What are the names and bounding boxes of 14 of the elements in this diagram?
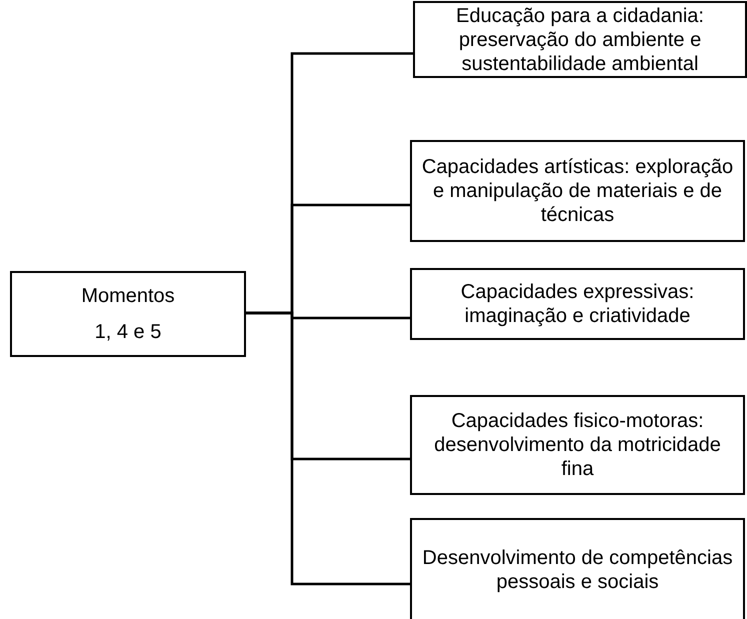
text-box xyxy=(410,140,745,242)
text-box xyxy=(413,1,747,78)
box-text: Capacidades artísticas: exploração e manipulação de materiais e de técnicas xyxy=(420,155,734,227)
box-text: Momentos xyxy=(81,284,175,308)
box-text: 1, 4 e 5 xyxy=(94,320,162,344)
text-box xyxy=(10,271,246,357)
box-text: Educação para a cidadania: preservação do ambiente e sustentabilidade ambiental xyxy=(455,4,705,76)
box-text: Desenvolvimento de competências pessoais e sociais xyxy=(421,546,734,594)
text-box xyxy=(410,395,745,495)
text-box xyxy=(410,268,745,340)
box-text: Capacidades expressivas: imaginação e criatividade xyxy=(460,280,696,328)
connector-line xyxy=(246,312,410,586)
box-text: Capacidades fisico-motoras: desenvolvimento da motricidade fina xyxy=(433,409,722,481)
text-box xyxy=(410,518,745,619)
